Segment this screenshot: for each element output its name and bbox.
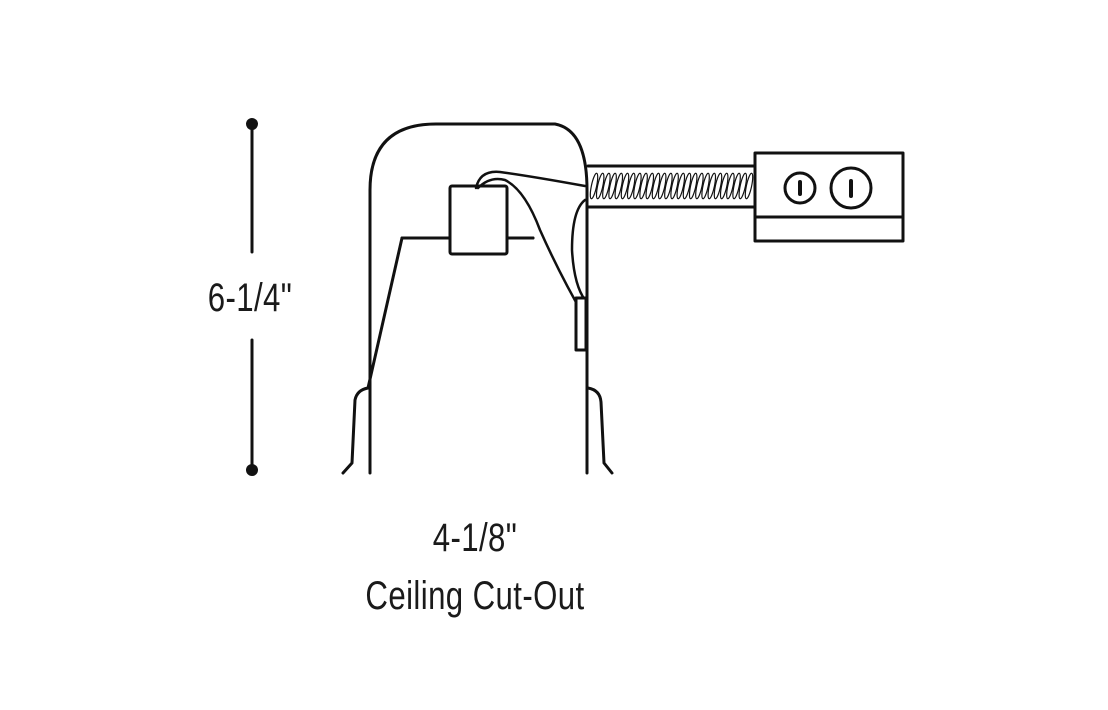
- housing-can: [368, 122, 589, 475]
- conduit-coil: [719, 172, 729, 200]
- conduit-coil: [682, 172, 692, 200]
- conduit-coil: [602, 172, 611, 200]
- conduit-coil: [626, 172, 636, 200]
- conduit-coil: [726, 172, 735, 200]
- knockout-icon: [783, 171, 817, 205]
- housing-bracket-line: [366, 236, 535, 390]
- right-mounting-tab: [586, 386, 614, 475]
- conduit-coil: [738, 172, 748, 200]
- height-dimension-label: 6-1/4": [207, 276, 293, 320]
- wires: [474, 170, 587, 320]
- conduit-coil: [664, 172, 673, 200]
- ceiling-cutout-label: Ceiling Cut-Out: [365, 574, 585, 618]
- conduit-coil: [608, 172, 617, 200]
- knockout-icon: [829, 166, 873, 210]
- conduit-coil: [639, 172, 648, 200]
- conduit-coil: [657, 172, 667, 200]
- conduit-coil: [676, 172, 686, 200]
- height-dimension-line: [246, 118, 258, 476]
- conduit-coil: [589, 172, 599, 200]
- wire-clip: [574, 296, 588, 352]
- conduit-coil: [633, 172, 642, 200]
- conduit-coil: [695, 172, 704, 200]
- conduit-coil: [670, 172, 679, 200]
- thermal-protector-box: [448, 184, 509, 256]
- left-mounting-tab: [341, 386, 370, 475]
- width-dimension-label: 4-1/8": [432, 516, 518, 560]
- conduit-coil: [701, 172, 710, 200]
- conduit-coil: [713, 172, 723, 200]
- junction-box: [753, 151, 905, 243]
- conduit-coil: [595, 172, 605, 200]
- conduit-coil: [645, 172, 655, 200]
- conduit-coil: [707, 172, 717, 200]
- conduit-coil: [688, 172, 698, 200]
- flex-conduit: [586, 164, 757, 209]
- conduit-coil: [744, 172, 754, 200]
- conduit-coil: [614, 172, 624, 200]
- conduit-coil: [732, 172, 741, 200]
- conduit-coil: [620, 172, 630, 200]
- conduit-coil: [651, 172, 661, 200]
